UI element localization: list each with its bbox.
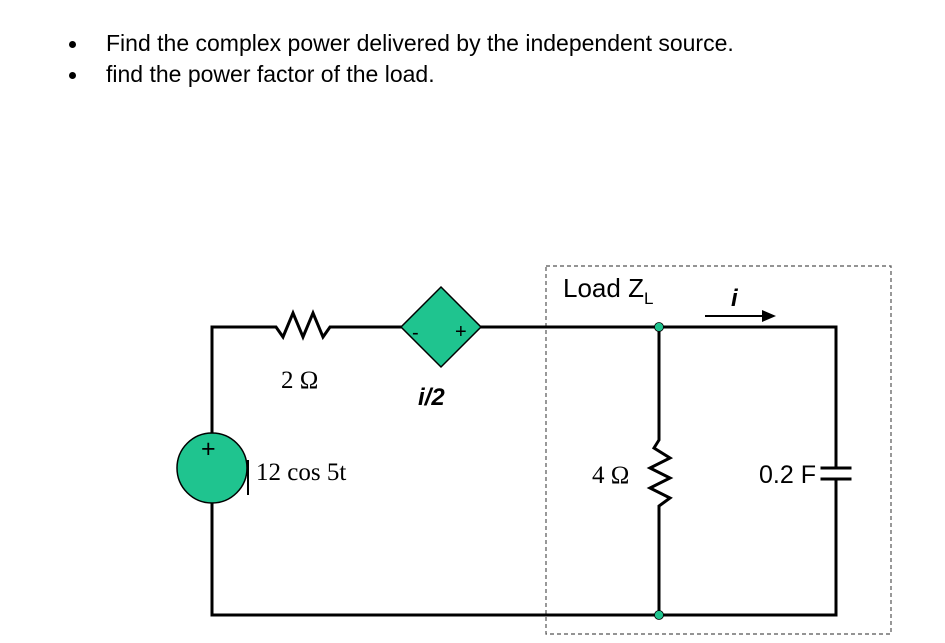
load-label: Load ZL: [563, 273, 653, 308]
bullet-item: find the power factor of the load.: [62, 59, 734, 90]
wire-left-top: [210, 325, 270, 439]
dep-source-label: i/2: [418, 384, 445, 411]
bullet-item: Find the complex power delivered by the …: [62, 28, 734, 59]
node-dot-top: [654, 322, 664, 332]
series-resistor-label: 2 Ω: [281, 367, 318, 394]
load-resistor-label: 4 Ω: [592, 462, 629, 489]
bullet-dot-icon: [69, 72, 76, 79]
node-dot-bottom: [654, 610, 664, 620]
load-boundary-box: [545, 265, 892, 635]
series-resistor: [266, 309, 364, 341]
bullet-dot-icon: [69, 41, 76, 48]
dependent-source-icon: [399, 285, 483, 369]
source-plus-sign: +: [201, 435, 216, 463]
wire-bottom: [210, 498, 838, 617]
dep-source-plus: +: [455, 321, 467, 343]
bullet-text: Find the complex power delivered by the …: [106, 30, 734, 56]
load-resistor: [646, 325, 674, 617]
task-list: Find the complex power delivered by the …: [62, 28, 734, 90]
dep-source-minus: -: [412, 322, 419, 344]
capacitor-label: 0.2 F: [759, 461, 816, 489]
bullet-text: find the power factor of the load.: [106, 61, 435, 87]
source-value-label: 12 cos 5t: [256, 459, 346, 486]
current-label: i: [731, 285, 739, 312]
current-arrowhead-icon: [762, 310, 776, 322]
